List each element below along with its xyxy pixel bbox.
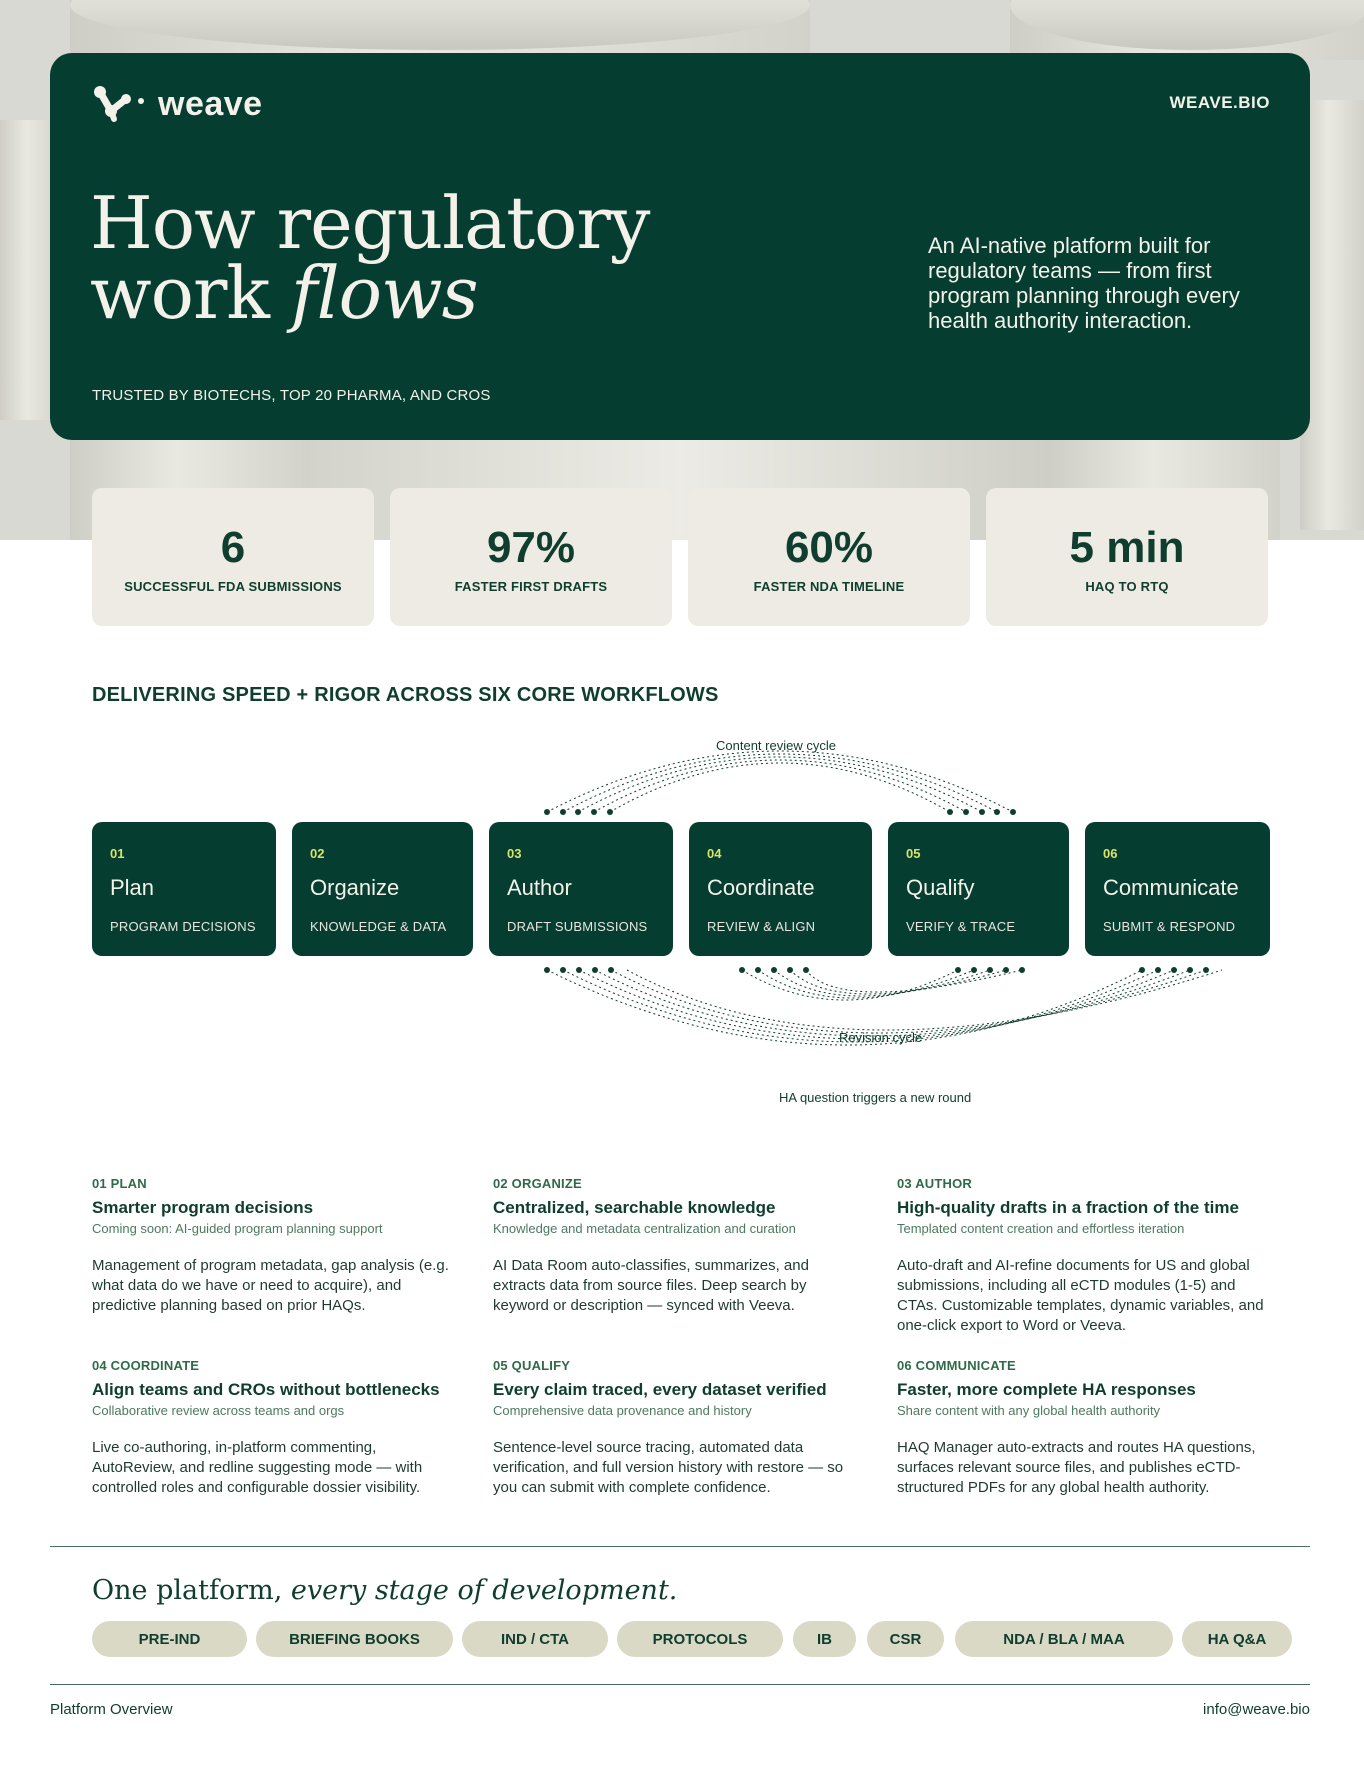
feature-body: HAQ Manager auto-extracts and routes HA … bbox=[897, 1439, 1256, 1496]
stat-label: HAQ TO RTQ bbox=[1085, 579, 1169, 594]
workflow-step-qualify[interactable]: 05 Qualify VERIFY & TRACE bbox=[888, 822, 1069, 956]
feature-body: Sentence-level source tracing, automated… bbox=[493, 1439, 844, 1496]
section-title: DELIVERING SPEED + RIGOR ACROSS SIX CORE… bbox=[92, 684, 719, 706]
page-title: How regulatory work flows bbox=[90, 187, 650, 329]
feature-tag: 04 COORDINATE bbox=[92, 1358, 200, 1373]
brand-logo[interactable]: weave bbox=[92, 83, 263, 125]
stat-card: 6 SUCCESSFUL FDA SUBMISSIONS bbox=[92, 488, 374, 626]
logo-text: weave bbox=[158, 84, 263, 123]
stage-pill[interactable]: PROTOCOLS bbox=[617, 1621, 783, 1657]
feature-subtitle: Share content with any global health aut… bbox=[897, 1403, 1161, 1418]
ha-question-label: HA question triggers a new round bbox=[779, 1090, 972, 1105]
site-url[interactable]: WEAVE.BIO bbox=[1169, 93, 1270, 112]
stat-card: 97% FASTER FIRST DRAFTS bbox=[390, 488, 672, 626]
trust-line: TRUSTED BY BIOTECHS, TOP 20 PHARMA, AND … bbox=[92, 387, 491, 404]
step-number: 05 bbox=[906, 846, 921, 861]
workflow-step-author[interactable]: 03 Author DRAFT SUBMISSIONS bbox=[489, 822, 673, 956]
footer-doc-label: Platform Overview bbox=[50, 1701, 173, 1718]
feature-qualify: 05 QUALIFY Every claim traced, every dat… bbox=[493, 1358, 863, 1498]
workflow-step-coordinate[interactable]: 04 Coordinate REVIEW & ALIGN bbox=[689, 822, 872, 956]
feature-subtitle: Comprehensive data provenance and histor… bbox=[493, 1403, 752, 1418]
bottom-title-plain: One platform, bbox=[92, 1575, 291, 1606]
feature-body: Live co-authoring, in-platform commentin… bbox=[92, 1439, 423, 1496]
stage-pill[interactable]: IB bbox=[793, 1621, 856, 1657]
step-subtitle: KNOWLEDGE & DATA bbox=[310, 919, 447, 934]
stage-pill[interactable]: IND / CTA bbox=[462, 1621, 608, 1657]
step-subtitle: DRAFT SUBMISSIONS bbox=[507, 919, 648, 934]
feature-tag: 06 COMMUNICATE bbox=[897, 1358, 1016, 1373]
stat-card: 5 min HAQ TO RTQ bbox=[986, 488, 1268, 626]
step-number: 04 bbox=[707, 846, 722, 861]
step-number: 06 bbox=[1103, 846, 1118, 861]
step-subtitle: PROGRAM DECISIONS bbox=[110, 919, 256, 934]
step-title: Organize bbox=[310, 875, 400, 900]
feature-plan: 01 PLAN Smarter program decisions Coming… bbox=[92, 1176, 462, 1316]
workflow-step-communicate[interactable]: 06 Communicate SUBMIT & RESPOND bbox=[1085, 822, 1270, 956]
footer-email-link[interactable]: info@weave.bio bbox=[1203, 1701, 1310, 1718]
feature-tag: 03 AUTHOR bbox=[897, 1176, 972, 1191]
stat-value: 6 bbox=[220, 523, 246, 572]
hero-card: weave WEAVE.BIO How regulatory work flow… bbox=[50, 53, 1310, 440]
stat-label: FASTER NDA TIMELINE bbox=[753, 579, 905, 594]
step-title: Plan bbox=[110, 875, 155, 900]
feature-title: Every claim traced, every dataset verifi… bbox=[493, 1380, 827, 1399]
workflow-arcs bbox=[544, 750, 1223, 1046]
step-title: Communicate bbox=[1103, 875, 1239, 900]
step-subtitle: REVIEW & ALIGN bbox=[707, 919, 816, 934]
feature-organize: 02 ORGANIZE Centralized, searchable know… bbox=[493, 1176, 863, 1316]
feature-subtitle: Templated content creation and effortles… bbox=[897, 1221, 1185, 1236]
feature-tag: 05 QUALIFY bbox=[493, 1358, 571, 1373]
step-subtitle: VERIFY & TRACE bbox=[906, 919, 1016, 934]
stage-pill[interactable]: HA Q&A bbox=[1182, 1621, 1292, 1657]
bottom-title: One platform, every stage of development… bbox=[92, 1575, 677, 1606]
feature-title: Align teams and CROs without bottlenecks bbox=[92, 1380, 440, 1399]
step-number: 01 bbox=[110, 846, 125, 861]
stage-pill[interactable]: PRE-IND bbox=[92, 1621, 247, 1657]
step-subtitle: SUBMIT & RESPOND bbox=[1103, 919, 1236, 934]
stat-value: 97% bbox=[486, 523, 576, 572]
stat-card: 60% FASTER NDA TIMELINE bbox=[688, 488, 970, 626]
feature-author: 03 AUTHOR High-quality drafts in a fract… bbox=[897, 1176, 1277, 1336]
step-title: Author bbox=[507, 875, 572, 900]
stage-pill[interactable]: CSR bbox=[867, 1621, 944, 1657]
stat-value: 60% bbox=[784, 523, 874, 572]
feature-title: High-quality drafts in a fraction of the… bbox=[897, 1198, 1239, 1217]
feature-subtitle: Coming soon: AI-guided program planning … bbox=[92, 1221, 383, 1236]
feature-body: AI Data Room auto-classifies, summarizes… bbox=[493, 1257, 809, 1314]
feature-title: Smarter program decisions bbox=[92, 1198, 314, 1217]
stage-pill[interactable]: NDA / BLA / MAA bbox=[955, 1621, 1173, 1657]
step-title: Coordinate bbox=[707, 875, 815, 900]
divider bbox=[50, 1684, 1310, 1685]
stat-value: 5 min bbox=[1069, 523, 1185, 572]
workflow-step-plan[interactable]: 01 Plan PROGRAM DECISIONS bbox=[92, 822, 276, 956]
revision-cycle-label: Revision cycle bbox=[839, 1030, 923, 1045]
step-number: 03 bbox=[507, 846, 522, 861]
workflow-step-organize[interactable]: 02 Organize KNOWLEDGE & DATA bbox=[292, 822, 473, 956]
feature-subtitle: Collaborative review across teams and or… bbox=[92, 1403, 345, 1418]
feature-communicate: 06 COMMUNICATE Faster, more complete HA … bbox=[897, 1358, 1277, 1498]
feature-subtitle: Knowledge and metadata centralization an… bbox=[493, 1221, 796, 1236]
title-line-1: How regulatory bbox=[90, 181, 650, 265]
title-italic: flows bbox=[290, 251, 479, 335]
step-title: Qualify bbox=[906, 875, 975, 900]
feature-tag: 02 ORGANIZE bbox=[493, 1176, 582, 1191]
feature-title: Centralized, searchable knowledge bbox=[493, 1198, 776, 1217]
title-line-2: work bbox=[90, 251, 291, 335]
content-review-label: Content review cycle bbox=[716, 738, 836, 753]
weave-logo-icon bbox=[94, 86, 144, 122]
feature-body: Management of program metadata, gap anal… bbox=[92, 1257, 449, 1314]
feature-tag: 01 PLAN bbox=[92, 1176, 147, 1191]
bottom-title-italic: every stage of development. bbox=[290, 1575, 678, 1606]
feature-coordinate: 04 COORDINATE Align teams and CROs witho… bbox=[92, 1358, 462, 1498]
stage-pill[interactable]: BRIEFING BOOKS bbox=[256, 1621, 453, 1657]
stat-label: SUCCESSFUL FDA SUBMISSIONS bbox=[124, 579, 342, 594]
step-number: 02 bbox=[310, 846, 325, 861]
divider bbox=[50, 1546, 1310, 1547]
hero-description: An AI-native platform built for regulato… bbox=[928, 233, 1240, 333]
stat-label: FASTER FIRST DRAFTS bbox=[454, 579, 608, 594]
feature-body: Auto-draft and AI-refine documents for U… bbox=[897, 1257, 1264, 1334]
feature-title: Faster, more complete HA responses bbox=[897, 1380, 1196, 1399]
